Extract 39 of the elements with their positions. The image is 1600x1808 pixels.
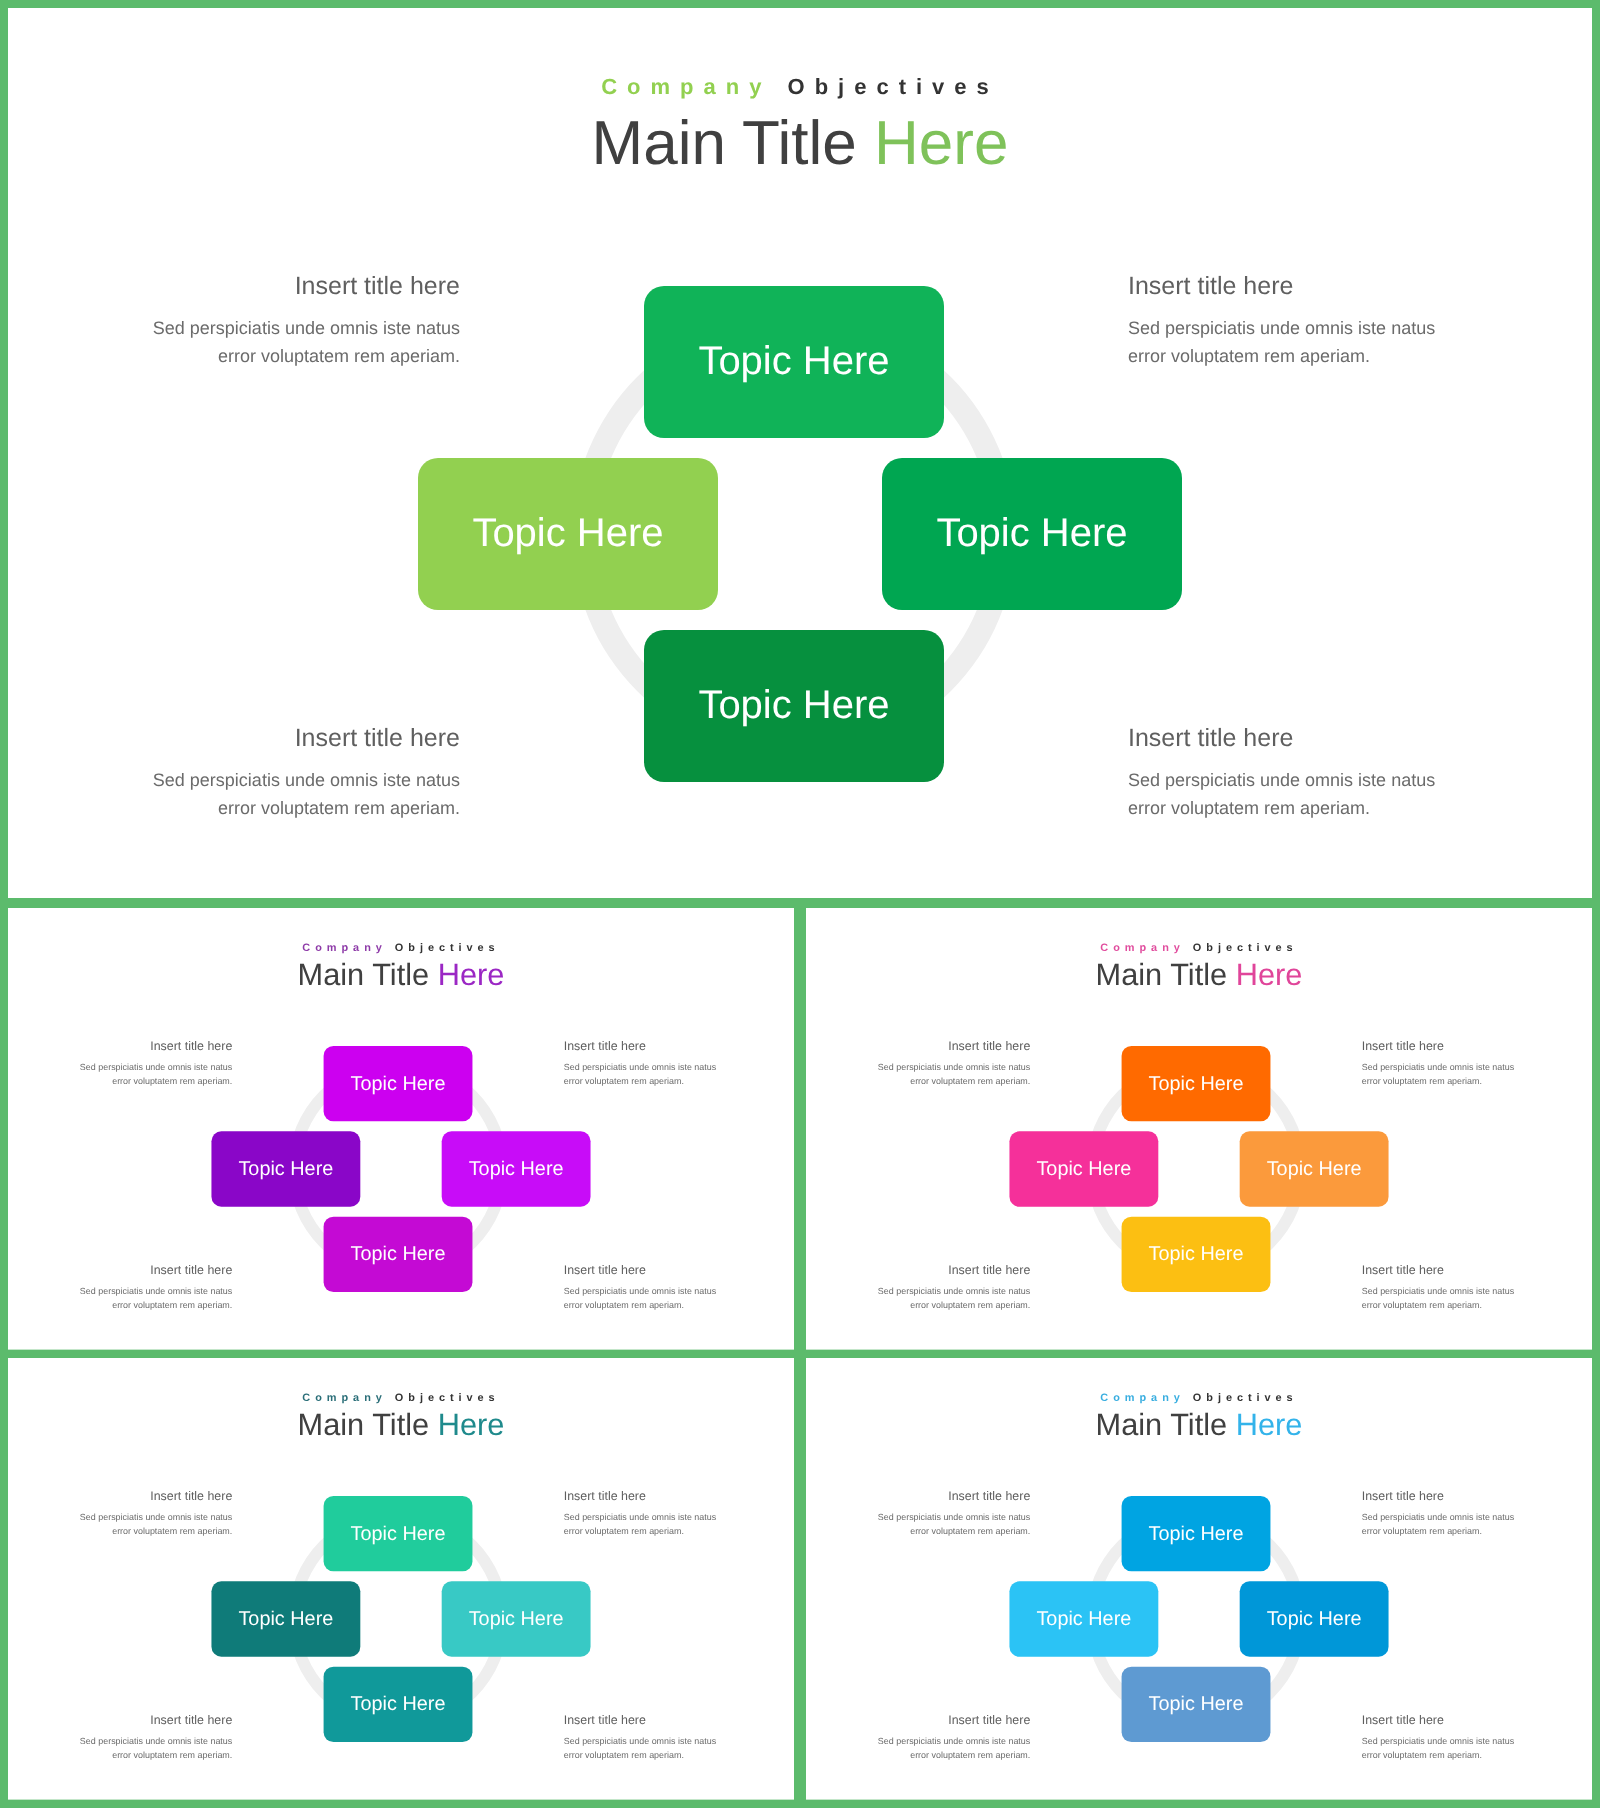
slide-title: Main Title Here bbox=[1095, 1409, 1303, 1442]
block-text: Sed perspiciatis unde omnis iste natus error voluptatem rem aperiam. bbox=[150, 316, 460, 370]
block-heading: Insert title here bbox=[1128, 272, 1294, 302]
slide-panel bbox=[806, 1358, 1592, 1800]
topic-box: Topic Here bbox=[644, 286, 944, 438]
slide-panel bbox=[8, 8, 1592, 898]
topic-box: Topic Here bbox=[323, 1495, 473, 1572]
slide-title: Main Title Here bbox=[591, 112, 1009, 178]
slide-panel bbox=[8, 1358, 794, 1800]
block-heading: Insert title here bbox=[294, 272, 460, 302]
topic-box: Topic Here bbox=[1009, 1131, 1159, 1207]
topic-box: Topic Here bbox=[1121, 1495, 1271, 1572]
slide-title: Main Title Here bbox=[1095, 959, 1303, 992]
topic-box: Topic Here bbox=[441, 1581, 591, 1657]
topic-box: Topic Here bbox=[644, 630, 944, 782]
slide-panel bbox=[8, 908, 794, 1350]
block-text: Sed perspiciatis unde omnis iste natus error voluptatem rem aperiam. bbox=[1128, 316, 1438, 370]
topic-box: Topic Here bbox=[323, 1666, 473, 1743]
topic-box: Topic Here bbox=[418, 458, 718, 610]
block-heading: Insert title here bbox=[1128, 724, 1294, 754]
block-heading: Insert title here bbox=[294, 724, 460, 754]
topic-box: Topic Here bbox=[1121, 1216, 1271, 1293]
topic-box: Topic Here bbox=[1121, 1666, 1271, 1743]
topic-box: Topic Here bbox=[1239, 1581, 1389, 1657]
topic-box: Topic Here bbox=[211, 1581, 361, 1657]
topic-box: Topic Here bbox=[882, 458, 1182, 610]
block-text: Sed perspiciatis unde omnis iste natus error voluptatem rem aperiam. bbox=[150, 768, 460, 822]
block-text: Sed perspiciatis unde omnis iste natus error voluptatem rem aperiam. bbox=[1128, 768, 1438, 822]
topic-box: Topic Here bbox=[441, 1131, 591, 1207]
kicker-text: Company Objectives bbox=[601, 76, 999, 103]
topic-box: Topic Here bbox=[323, 1216, 473, 1293]
topic-box: Topic Here bbox=[1009, 1581, 1159, 1657]
slide-panel bbox=[806, 908, 1592, 1350]
topic-box: Topic Here bbox=[323, 1045, 473, 1122]
topic-box: Topic Here bbox=[1121, 1045, 1271, 1122]
slide-title: Main Title Here bbox=[297, 1409, 505, 1442]
topic-box: Topic Here bbox=[211, 1131, 361, 1207]
topic-box: Topic Here bbox=[1239, 1131, 1389, 1207]
slide-title: Main Title Here bbox=[297, 959, 505, 992]
